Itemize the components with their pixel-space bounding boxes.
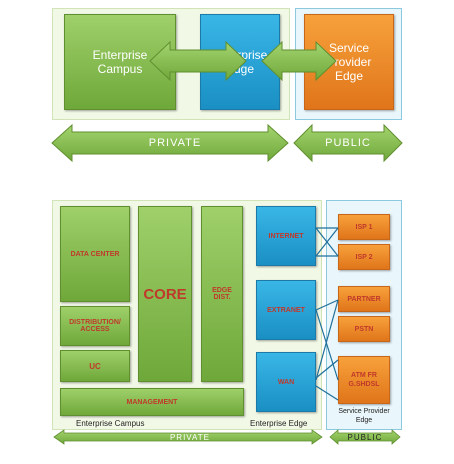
link-extranet-atm: [315, 309, 339, 381]
link-wan-atm-1: [315, 359, 339, 379]
top-enterprise-campus-label: Enterprise Campus: [92, 48, 148, 76]
extranet-box: EXTRANET: [256, 280, 316, 340]
isp2-label: ISP 2: [355, 253, 373, 261]
bottom-service-provider-edge-label: Service Provider Edge: [338, 408, 390, 424]
top-public-arrow: [293, 123, 403, 163]
bottom-private-label: PRIVATE: [169, 432, 211, 442]
isp1-label: ISP 1: [355, 223, 373, 231]
atm-box: ATM FR G.SHDSL: [338, 356, 390, 404]
uc-box: UC: [60, 350, 130, 382]
edge-sp-double-arrow: [261, 40, 337, 82]
campus-edge-double-arrow: [149, 40, 247, 82]
link-internet-isp2: [315, 227, 339, 257]
edge-dist-label: EDGE DIST.: [212, 287, 232, 301]
internet-box: INTERNET: [256, 206, 316, 266]
core-label: CORE: [143, 285, 187, 303]
distribution-access-box: DISTRIBUTION/ ACCESS: [60, 306, 130, 346]
isp2-box: ISP 2: [338, 244, 390, 270]
atm-label: ATM FR G.SHDSL: [348, 372, 380, 388]
internet-label: INTERNET: [268, 232, 304, 240]
link-wan-partner: [315, 299, 339, 381]
partner-label: PARTNER: [347, 295, 381, 303]
data-center-label: DATA CENTER: [70, 250, 120, 258]
isp1-box: ISP 1: [338, 214, 390, 240]
extranet-label: EXTRANET: [267, 306, 305, 314]
edge-dist-box: EDGE DIST.: [201, 206, 243, 382]
bottom-public-arrow: [329, 429, 401, 445]
pstn-label: PSTN: [354, 325, 374, 333]
link-wan-atm-2: [315, 385, 339, 401]
management-label: MANAGEMENT: [126, 398, 178, 406]
wan-box: WAN: [256, 352, 316, 412]
bottom-public-label: PUBLIC: [347, 432, 383, 442]
core-box: CORE: [138, 206, 192, 382]
top-service-provider-edge-label: Service Provider Edge: [326, 41, 372, 83]
wan-label: WAN: [277, 378, 295, 386]
data-center-box: DATA CENTER: [60, 206, 130, 302]
uc-label: UC: [89, 361, 101, 371]
top-public-label: PUBLIC: [325, 137, 371, 149]
top-private-arrow: [51, 123, 289, 163]
top-private-label: PRIVATE: [148, 137, 202, 149]
bottom-enterprise-campus-label: Enterprise Campus: [76, 419, 145, 428]
distribution-access-label: DISTRIBUTION/ ACCESS: [69, 319, 121, 333]
bottom-private-arrow: [53, 429, 323, 445]
partner-box: PARTNER: [338, 286, 390, 312]
bottom-enterprise-edge-label: Enterprise Edge: [250, 419, 308, 428]
management-box: MANAGEMENT: [60, 388, 244, 416]
pstn-box: PSTN: [338, 316, 390, 342]
link-extranet-partner: [315, 299, 339, 311]
